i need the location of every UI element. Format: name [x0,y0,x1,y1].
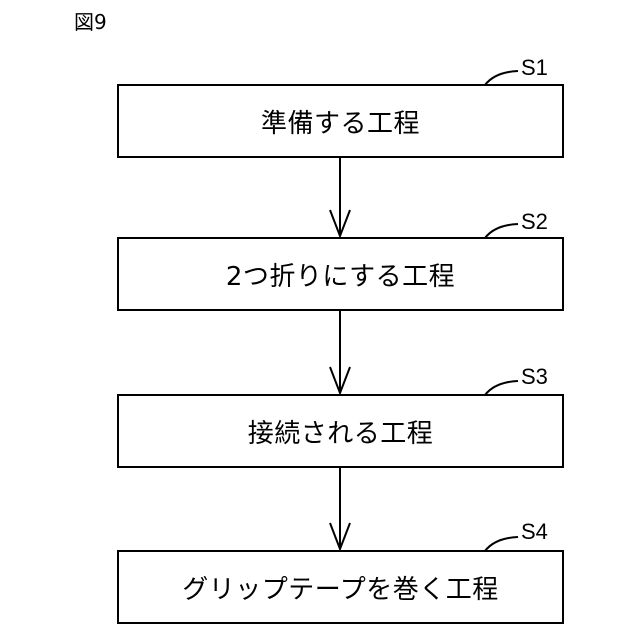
step-label: 準備する工程 [261,103,420,140]
arrow-s1-s2 [330,158,350,236]
step-box-s4: グリップテープを巻く工程 [117,550,564,624]
step-id-s4: S4 [521,520,548,544]
arrow-s2-s3 [330,311,350,393]
step-box-s2: 2つ折りにする工程 [117,237,564,311]
leader-line-s3 [485,381,518,395]
leader-line-s4 [485,537,518,551]
leader-line-s2 [485,224,518,238]
step-label: 2つ折りにする工程 [226,256,455,293]
step-label: 接続される工程 [248,413,434,450]
step-id-s1: S1 [521,56,548,80]
leader-line-s1 [485,71,518,85]
step-label: グリップテープを巻く工程 [182,569,498,606]
figure-label: 図9 [74,8,107,36]
arrow-s3-s4 [330,468,350,549]
step-id-s2: S2 [521,210,548,234]
step-id-s3: S3 [521,365,548,389]
step-box-s3: 接続される工程 [117,394,564,468]
step-box-s1: 準備する工程 [117,84,564,158]
